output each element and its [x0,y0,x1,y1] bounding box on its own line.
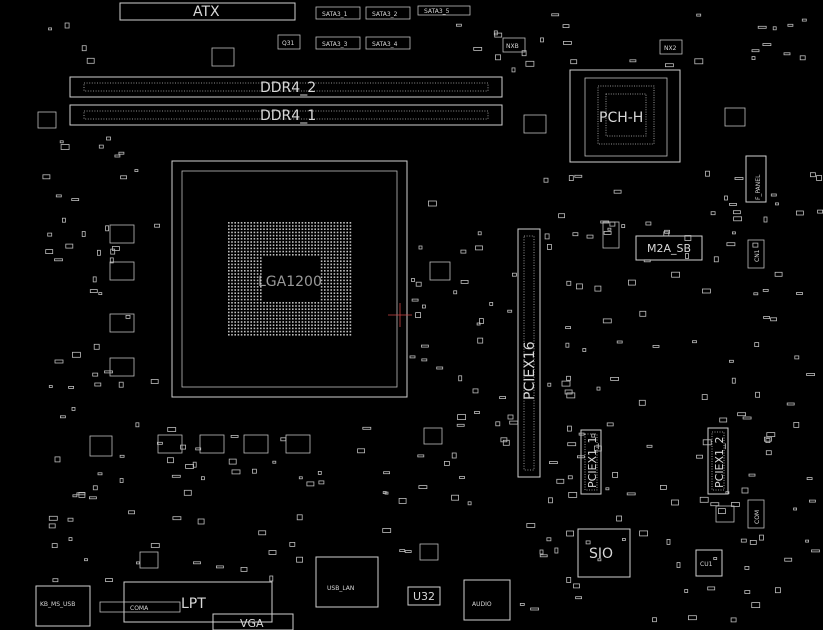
pch-label: PCH-H [599,110,643,126]
audio-label: AUDIO [472,601,492,608]
vga-label: VGA [240,617,264,630]
audio-connector: AUDIO [463,579,511,621]
ddr4-slot-1: DDR4_1 [69,104,503,126]
pciex1-2-label: PCIEX1_2 [713,436,726,488]
cu1-chip: CU1 [695,549,723,577]
pch-chip: PCH-H [569,69,681,163]
lpt-label: LPT [181,596,206,612]
sio-chip: SIO [577,528,631,578]
nxb-label: NXB [506,43,519,50]
pciex16-label: PCIEX16 [522,341,538,400]
vga-connector: VGA [212,613,294,630]
smd-components [37,13,823,623]
sata-label-2: SATA3_2 [372,11,398,18]
com-label: COM [754,510,761,524]
usb-lan-connector: USB_LAN [315,556,379,608]
m2a-label: M2A_SB [647,242,691,255]
m2a-connector: M2A_SB [635,235,703,261]
ddr4-slot-2: DDR4_2 [69,76,503,98]
sata-label-1: SATA3_1 [322,11,348,18]
atx-label: ATX [193,4,220,20]
kb-ms-label: KB_MS_USB [40,601,75,608]
q31-label: Q31 [282,40,295,47]
sata-label-4: SATA3_4 [372,41,398,48]
kb-ms-connector: KB_MS_USB [35,585,91,627]
com-header: COM [747,499,765,529]
q31-part: Q31 [277,34,301,50]
cn1-header: CN1 [747,239,765,269]
f-panel-header: F_PANEL [745,155,767,203]
cpu-socket: LGA1200 [171,160,412,398]
u32-chip: U32 [407,586,441,606]
cn1-label: CN1 [754,249,761,262]
cu1-label: CU1 [700,561,713,568]
sio-label: SIO [589,546,613,562]
pciex1-1-label: PCIEX1_1 [586,436,599,488]
pciex1-slot-2: PCIEX1_2 [707,427,729,495]
sata-label-5: SATA3_5 [424,8,450,15]
cpu-pad-array [228,222,352,336]
sata-label-3: SATA3_3 [322,41,348,48]
nx2-label: NX2 [664,45,677,52]
nxb-part: NXB [502,37,526,53]
sata-connectors: SATA3_1 SATA3_2 SATA3_3 SATA3_4 SATA3_5 [315,5,471,50]
usb-lan-label: USB_LAN [327,585,354,592]
u32-label: U32 [413,590,435,603]
nx2-part: NX2 [659,39,683,55]
ddr4-1-label: DDR4_1 [260,108,316,124]
pciex16-slot: PCIEX16 [517,228,541,478]
ddr4-2-label: DDR4_2 [260,80,316,96]
cpu-label: LGA1200 [258,274,322,290]
atx-connector: ATX [119,2,296,21]
coma-label: COMA [130,605,149,612]
pciex1-slot-1: PCIEX1_1 [580,429,602,495]
coma-connector: COMA [99,601,181,613]
f-panel-label: F_PANEL [755,174,762,200]
